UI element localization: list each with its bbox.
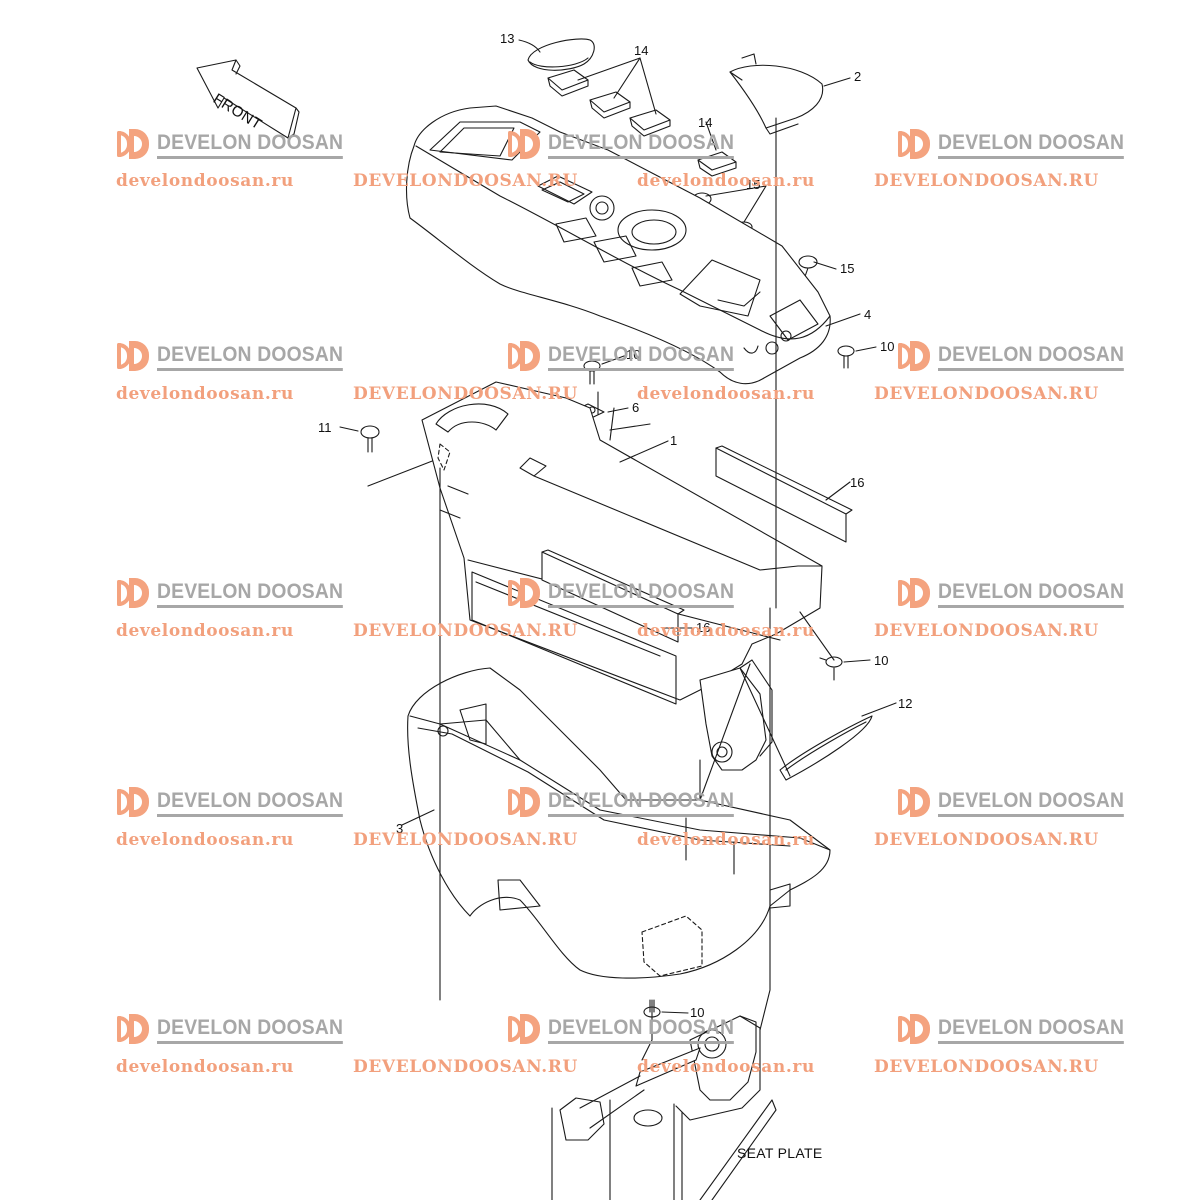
- part-2-lid: [729, 53, 824, 135]
- callout-14-right: 14: [698, 115, 713, 130]
- part-13-pad: [527, 38, 595, 71]
- callout-10-bottom: 10: [690, 1005, 705, 1020]
- seat-plate-assembly: [551, 1015, 777, 1200]
- callout-3: 3: [396, 821, 404, 836]
- part-12-gasket: [779, 715, 873, 781]
- callout-15-right: 15: [840, 261, 855, 276]
- callout-16-right: 16: [850, 475, 865, 490]
- callout-1: 1: [670, 433, 678, 448]
- front-arrow: [196, 59, 300, 139]
- callout-13: 13: [500, 31, 515, 46]
- callout-6: 6: [632, 400, 640, 415]
- callout-12: 12: [898, 696, 913, 711]
- part-16-foam: [541, 445, 853, 643]
- alignment-lines: [439, 117, 835, 1061]
- callout-leaders: [339, 39, 897, 1014]
- part-3-lower-housing: [407, 667, 831, 979]
- callout-10-right: 10: [880, 339, 895, 354]
- callout-10-lower: 10: [874, 653, 889, 668]
- part-14-caps: [547, 69, 737, 177]
- callout-14-top: 14: [634, 43, 649, 58]
- part-4-console-cover: [406, 105, 831, 385]
- callout-11: 11: [318, 420, 332, 435]
- part-11-screw: [360, 425, 441, 487]
- callout-10-mid: 10: [626, 347, 641, 362]
- part-1-frame: [421, 381, 823, 771]
- callout-2: 2: [854, 69, 862, 84]
- callout-15-top: 15: [746, 177, 761, 192]
- seat-plate-label: SEAT PLATE: [737, 1145, 823, 1161]
- callout-16-mid: 16: [696, 620, 711, 635]
- part-10-screws: [583, 345, 855, 1018]
- callout-4: 4: [864, 307, 872, 322]
